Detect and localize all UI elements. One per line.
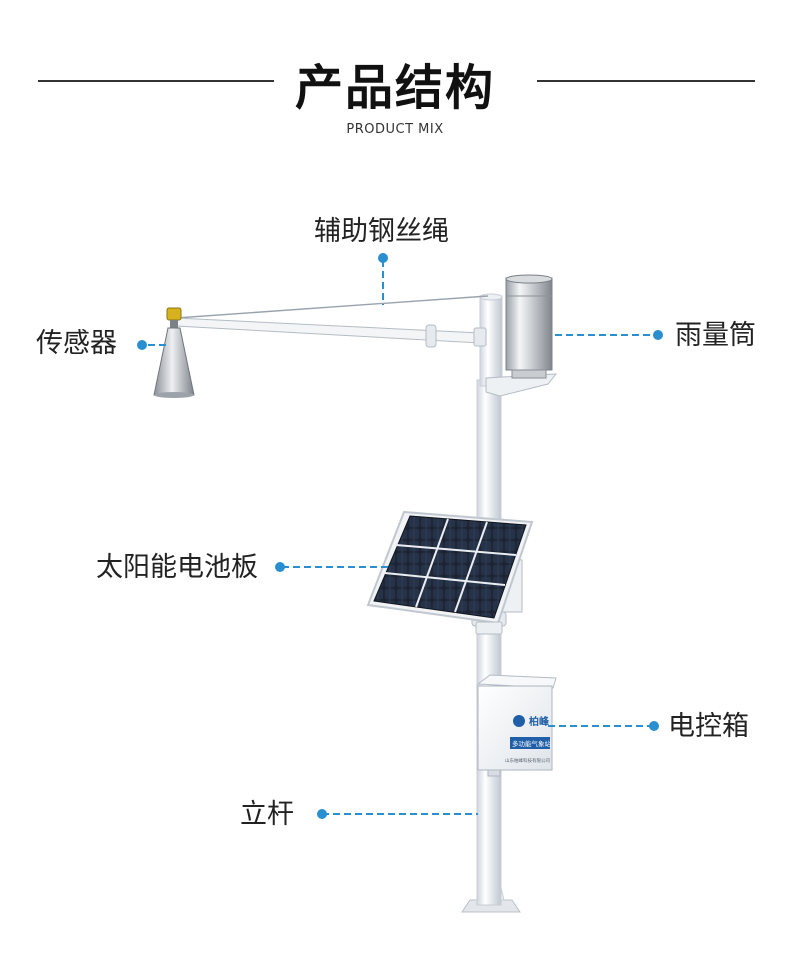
control-box: 柏峰 多功能气象站 山东柏峰科技有限公司: [476, 674, 557, 777]
label-rain-gauge: 雨量筒: [675, 320, 756, 351]
dot-control-box: [649, 721, 659, 731]
cross-arm: [175, 317, 487, 348]
label-solar-panel: 太阳能电池板: [96, 552, 258, 583]
dot-pole: [317, 809, 327, 819]
label-sensor: 传感器: [36, 328, 117, 359]
control-box-company: 山东柏峰科技有限公司: [505, 757, 550, 764]
title-rule-left: [38, 80, 274, 82]
rain-gauge: [485, 274, 558, 397]
page-title: 产品结构: [294, 60, 495, 116]
main-pole: [476, 379, 502, 906]
control-box-brand: 柏峰: [529, 715, 550, 728]
header: 产品结构 PRODUCT MIX: [0, 0, 790, 150]
control-box-name: 多功能气象站: [512, 739, 552, 748]
page-subtitle: PRODUCT MIX: [346, 122, 444, 137]
label-control-box: 电控箱: [668, 711, 749, 742]
dot-sensor: [137, 340, 147, 350]
label-pole: 立杆: [240, 799, 294, 830]
title-rule-right: [537, 80, 755, 82]
label-wire-rope: 辅助钢丝绳: [314, 216, 449, 247]
pole-sleeve: [475, 621, 503, 635]
wire-rope: [175, 295, 489, 319]
dot-wire-rope: [378, 253, 388, 263]
dot-solar-panel: [275, 562, 285, 572]
radar-sensor: [153, 307, 195, 398]
dot-rain-gauge: [653, 330, 663, 340]
